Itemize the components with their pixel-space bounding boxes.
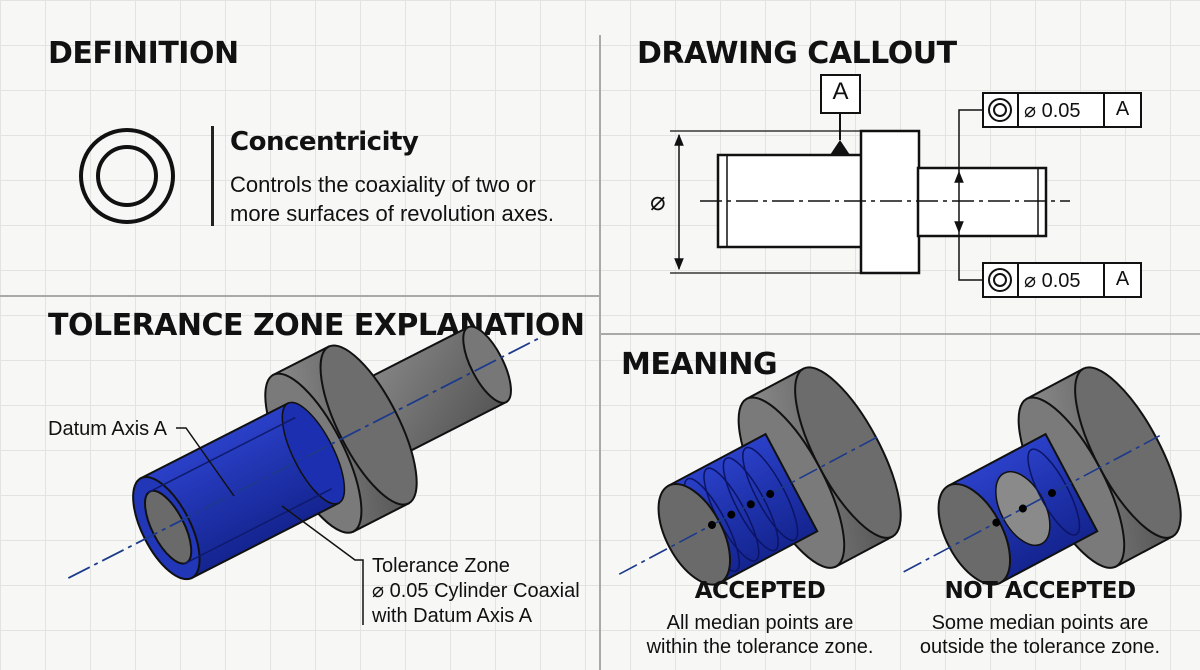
vertical-divider [599, 35, 601, 670]
tolerance-zone-label-line-1: Tolerance Zone [372, 555, 510, 577]
fcf-bottom-datum: A [1115, 268, 1130, 290]
concept-title: Concentricity [230, 127, 419, 157]
feature-control-frame-top [982, 92, 1142, 128]
flange [859, 129, 921, 275]
meaning-heading: MEANING [621, 347, 778, 382]
datum-letter-box [820, 74, 861, 114]
accepted-title: ACCEPTED [694, 578, 826, 604]
concentricity-symbol-icon [988, 98, 1012, 122]
fcf-top-datum: A [1115, 98, 1130, 120]
concept-description-line-2: more surfaces of revolution axes. [230, 201, 555, 226]
accepted-note-line-1: All median points are [666, 612, 854, 634]
definition-heading: DEFINITION [48, 36, 239, 71]
drawing-callout-heading: DRAWING CALLOUT [637, 36, 957, 71]
accepted-part [618, 366, 902, 586]
diameter-symbol: ⌀ [650, 186, 666, 216]
concept-description-line-1: Controls the coaxiality of two or [230, 172, 536, 197]
top-fcf-leader [958, 109, 983, 172]
fcf-top-tolerance-value: ⌀ 0.05 [1024, 100, 1081, 122]
fcf-bottom-tolerance-value: ⌀ 0.05 [1024, 270, 1081, 292]
datum-axis-line [67, 336, 541, 579]
small-shaft-right [916, 166, 1048, 238]
concentricity-symbol-icon [988, 268, 1012, 292]
accepted-note-line-2: within the tolerance zone. [646, 636, 874, 658]
feature-control-frame-bottom [982, 262, 1142, 298]
tolerance-zone-label-line-2: ⌀ 0.05 Cylinder Coaxial [372, 580, 580, 602]
definition-separator [211, 126, 214, 226]
not-accepted-note-line-1: Some median points are [931, 612, 1149, 634]
datum-axis-leader [176, 427, 235, 497]
not-accepted-title: NOT ACCEPTED [944, 578, 1136, 604]
datum-axis-label: Datum Axis A [48, 418, 167, 440]
datum-triangle-icon [830, 140, 850, 155]
tolerance-zone-label-line-3: with Datum Axis A [372, 605, 533, 627]
tolerance-zone-leader [281, 505, 364, 625]
datum-letter: A [832, 78, 849, 105]
left-horizontal-divider [0, 295, 600, 297]
right-horizontal-divider [600, 333, 1200, 335]
bottom-fcf-leader [958, 232, 983, 281]
tolerance-zone-heading: TOLERANCE ZONE EXPLANATION [48, 308, 585, 343]
not-accepted-part [903, 366, 1182, 586]
not-accepted-note-line-2: outside the tolerance zone. [919, 636, 1161, 658]
